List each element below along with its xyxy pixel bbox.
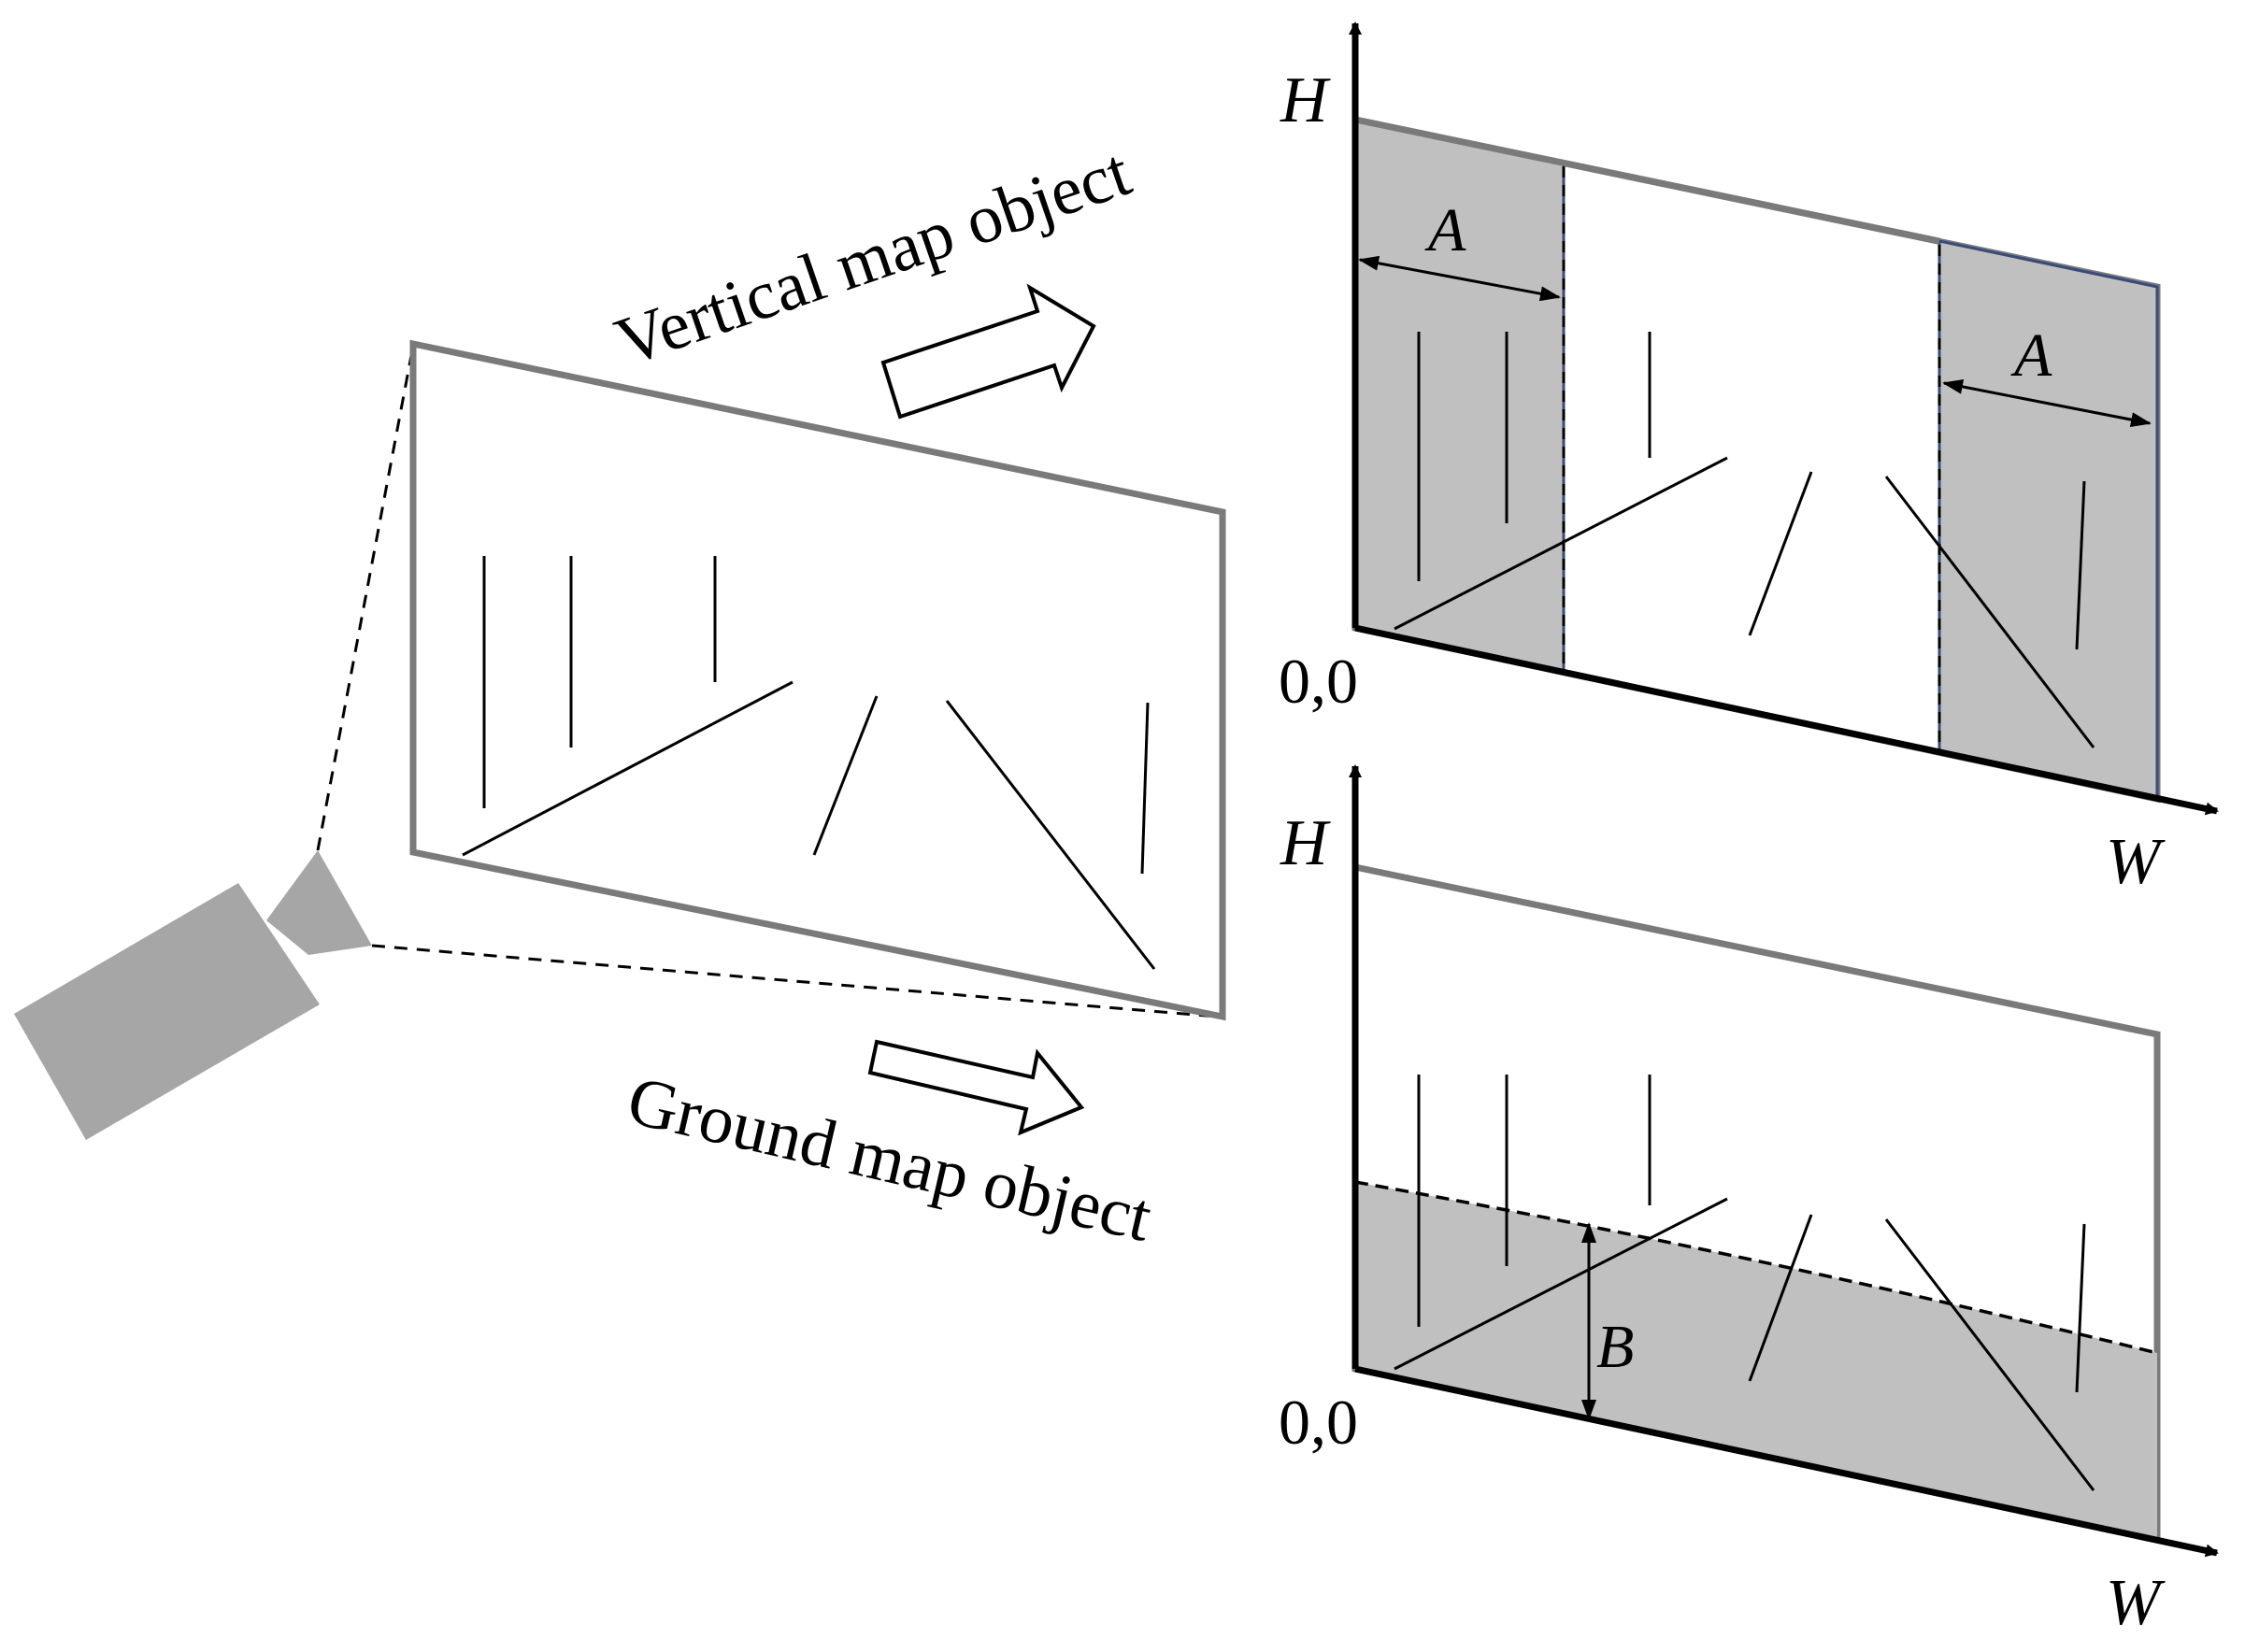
vertical-map-panel: A A H W 0,0	[1279, 21, 2219, 898]
w-axis	[1354, 1365, 2219, 1558]
h-axis-label: H	[1280, 807, 1331, 879]
measure-a-right: A	[2010, 321, 2052, 390]
dimension-a-right	[1942, 378, 2152, 428]
ground-map-panel: B H W 0,0	[1279, 764, 2219, 1639]
h-axis-label: H	[1280, 64, 1331, 136]
w-axis-label: W	[2106, 1567, 2166, 1639]
ground-map-object-label: Ground map object	[621, 1062, 1159, 1258]
origin-label: 0,0	[1279, 646, 1358, 717]
vertical-arrow-icon	[880, 283, 1096, 420]
origin-label: 0,0	[1279, 1387, 1358, 1458]
vertical-map-lines	[1394, 332, 2095, 748]
w-axis	[1354, 624, 2219, 816]
measure-a-left: A	[1424, 196, 1466, 264]
source-image-frame	[409, 339, 1226, 1021]
source-image-lines	[462, 556, 1156, 970]
camera-icon	[14, 850, 372, 1140]
w-axis-label: W	[2106, 826, 2166, 898]
camera-view-lines	[316, 345, 1218, 1018]
ground-map-lines	[1394, 1075, 2095, 1491]
dimension-a-left	[1358, 255, 1561, 302]
ground-arrow-icon	[867, 1039, 1085, 1136]
measure-b: B	[1596, 1313, 1634, 1381]
